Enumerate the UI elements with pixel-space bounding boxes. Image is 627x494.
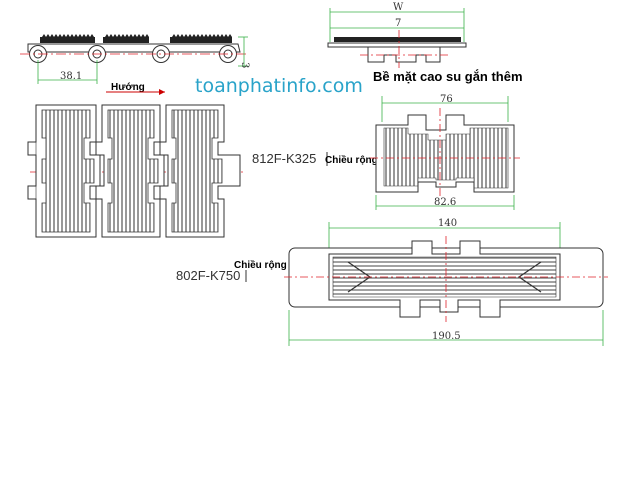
rubber-strips [40, 34, 232, 43]
plate [159, 104, 241, 238]
width-label-802f: Chiều rộng [234, 259, 287, 271]
rubber-surface-caption: Bề mặt cao su gắn thêm [373, 69, 523, 84]
plate-802f-k750: Chiều rộng 802F-K750 140 190.5 [176, 218, 608, 346]
rubber-surface [334, 37, 461, 42]
plate [27, 104, 101, 238]
plate-812f-k325: 812F-K325 Chiều rộng 76 82.6 [252, 94, 520, 210]
dim-w: W [393, 2, 404, 13]
chain-side-view: 38.1 3 Hướng [20, 34, 250, 95]
model-812f-label: 812F-K325 [252, 151, 316, 166]
dim-7: 7 [395, 18, 401, 29]
plate-plan-view [27, 104, 245, 238]
dim-812f-bottom: 82.6 [434, 197, 456, 208]
model-802f-label: 802F-K750 [176, 268, 240, 283]
watermark: toanphatinfo.com [195, 75, 363, 97]
direction-arrow-icon [159, 89, 165, 95]
dim-812f-top: 76 [440, 94, 453, 105]
dim-802f-bottom: 190.5 [432, 331, 461, 342]
plate [95, 104, 165, 238]
width-label-812f: Chiều rộng [325, 154, 378, 166]
dim-pitch: 38.1 [60, 71, 82, 82]
dim-height: 3 [239, 62, 250, 68]
dim-802f-top: 140 [438, 218, 457, 229]
direction-label: Hướng [111, 82, 145, 93]
chain-end-view: W 7 Bề mặt cao su gắn thêm [327, 2, 523, 84]
